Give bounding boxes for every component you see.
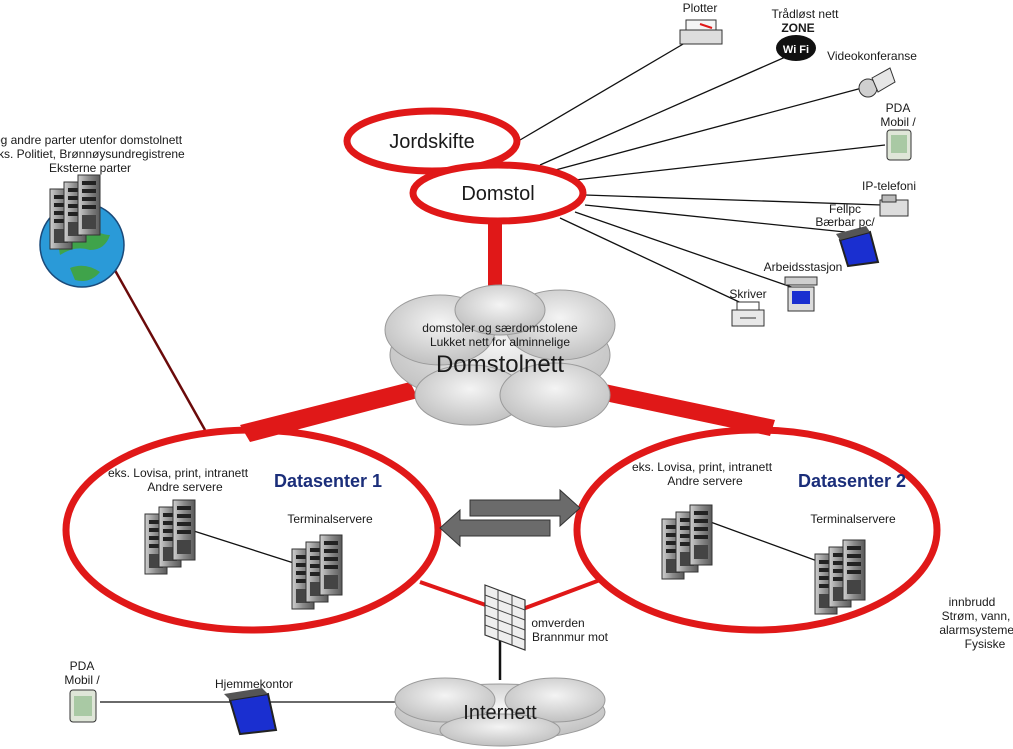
home-office-label: Hjemmekontor <box>215 677 293 691</box>
domstol-ring: Domstol <box>409 161 587 225</box>
physical-security-note: Fysiske alarmsystemer, Strøm, vann, innb… <box>939 595 1013 651</box>
datacenter-2-title: Datasenter 2 <box>798 471 906 491</box>
plotter-label: Plotter <box>683 1 718 15</box>
home-mobile-label-l2: PDA <box>70 659 95 673</box>
server-rack-icon <box>145 500 195 574</box>
ip-label: IP-telefoni <box>862 179 916 193</box>
laptop-label-l2: Fellpc <box>829 202 861 216</box>
printer-label: Skriver <box>729 287 766 301</box>
datacenter-2-terminal-label: Terminalservere <box>810 512 896 526</box>
domstolnett-cloud: Domstolnett Lukket nett for alminnelige … <box>384 284 616 428</box>
external-label-l1: Eksterne parter <box>49 161 131 175</box>
datacenter-2: Datasenter 2 Andre servere eks. Lovisa, … <box>573 426 941 634</box>
video-label: Videokonferanse <box>827 49 917 63</box>
home-mobile-device: Mobil / PDA <box>64 659 100 723</box>
external-parties: Eksterne parter eks. Politiet, Brønnøysu… <box>0 133 185 288</box>
printer-device: Skriver <box>729 287 767 327</box>
physical-label-l1: Fysiske <box>965 637 1006 651</box>
server-rack-icon <box>662 505 712 579</box>
plotter-device: Plotter <box>679 1 723 45</box>
firewall-icon <box>484 584 526 651</box>
datacenter-1-title: Datasenter 1 <box>274 471 382 491</box>
wifi-label-l2: ZONE <box>781 21 814 35</box>
home-mobile-label-l1: Mobil / <box>64 673 100 687</box>
internet-title: Internett <box>463 702 537 724</box>
datacenter-2-servers-l2: eks. Lovisa, print, intranett <box>632 460 773 474</box>
wifi-badge: Wi Fi <box>783 44 809 56</box>
physical-label-l2: alarmsystemer, <box>939 623 1013 637</box>
wifi-label-l1: Trådløst nett <box>772 7 840 21</box>
mobile-label-l1: Mobil / <box>880 115 916 129</box>
jordskifte-label: Jordskifte <box>389 131 475 153</box>
datacenter-1-servers-l1: Andre servere <box>147 480 223 494</box>
terminal-server-icon <box>815 540 865 614</box>
terminal-server-icon <box>292 535 342 609</box>
mobile-label-l2: PDA <box>886 101 911 115</box>
datacenter-1-servers-l2: eks. Lovisa, print, intranett <box>108 466 249 480</box>
laptop-label-l1: Bærbar pc/ <box>815 215 875 229</box>
mobile-pda-device: Mobil / PDA <box>880 101 916 161</box>
domstolnett-sub2: domstoler og særdomstolene <box>422 321 578 335</box>
laptop-device: Bærbar pc/ Fellpc <box>815 202 880 268</box>
internet-cloud: Internett <box>394 677 606 747</box>
firewall-label-l1: Brannmur mot <box>532 630 609 644</box>
external-label-l3: og andre parter utenfor domstolnett <box>0 133 183 147</box>
domstolnett-sub1: Lukket nett for alminnelige <box>430 335 570 349</box>
device-links <box>100 39 886 703</box>
domstol-label: Domstol <box>461 183 534 205</box>
domstolnett-title: Domstolnett <box>436 351 564 378</box>
sync-arrows-icon <box>439 488 581 548</box>
datacenter-1-terminal-label: Terminalservere <box>287 512 373 526</box>
physical-label-l4: innbrudd <box>949 595 996 609</box>
datacenter-1: Datasenter 1 Andre servere eks. Lovisa, … <box>62 426 442 634</box>
jordskifte-ring: Jordskifte <box>343 107 521 175</box>
workstation-label: Arbeidsstasjon <box>764 260 843 274</box>
ip-phone-device: IP-telefoni <box>862 179 916 217</box>
workstation-device: Arbeidsstasjon <box>764 260 843 312</box>
video-conference-device: Videokonferanse <box>827 49 917 98</box>
external-label-l2: eks. Politiet, Brønnøysundregistrene <box>0 147 185 161</box>
physical-label-l3: Strøm, vann, <box>942 609 1011 623</box>
home-office-laptop: Hjemmekontor <box>215 677 293 736</box>
wifi-device: Wi Fi Trådløst nett ZONE <box>772 7 840 61</box>
datacenter-2-servers-l1: Andre servere <box>667 474 743 488</box>
firewall-label-l2: omverden <box>531 616 584 630</box>
